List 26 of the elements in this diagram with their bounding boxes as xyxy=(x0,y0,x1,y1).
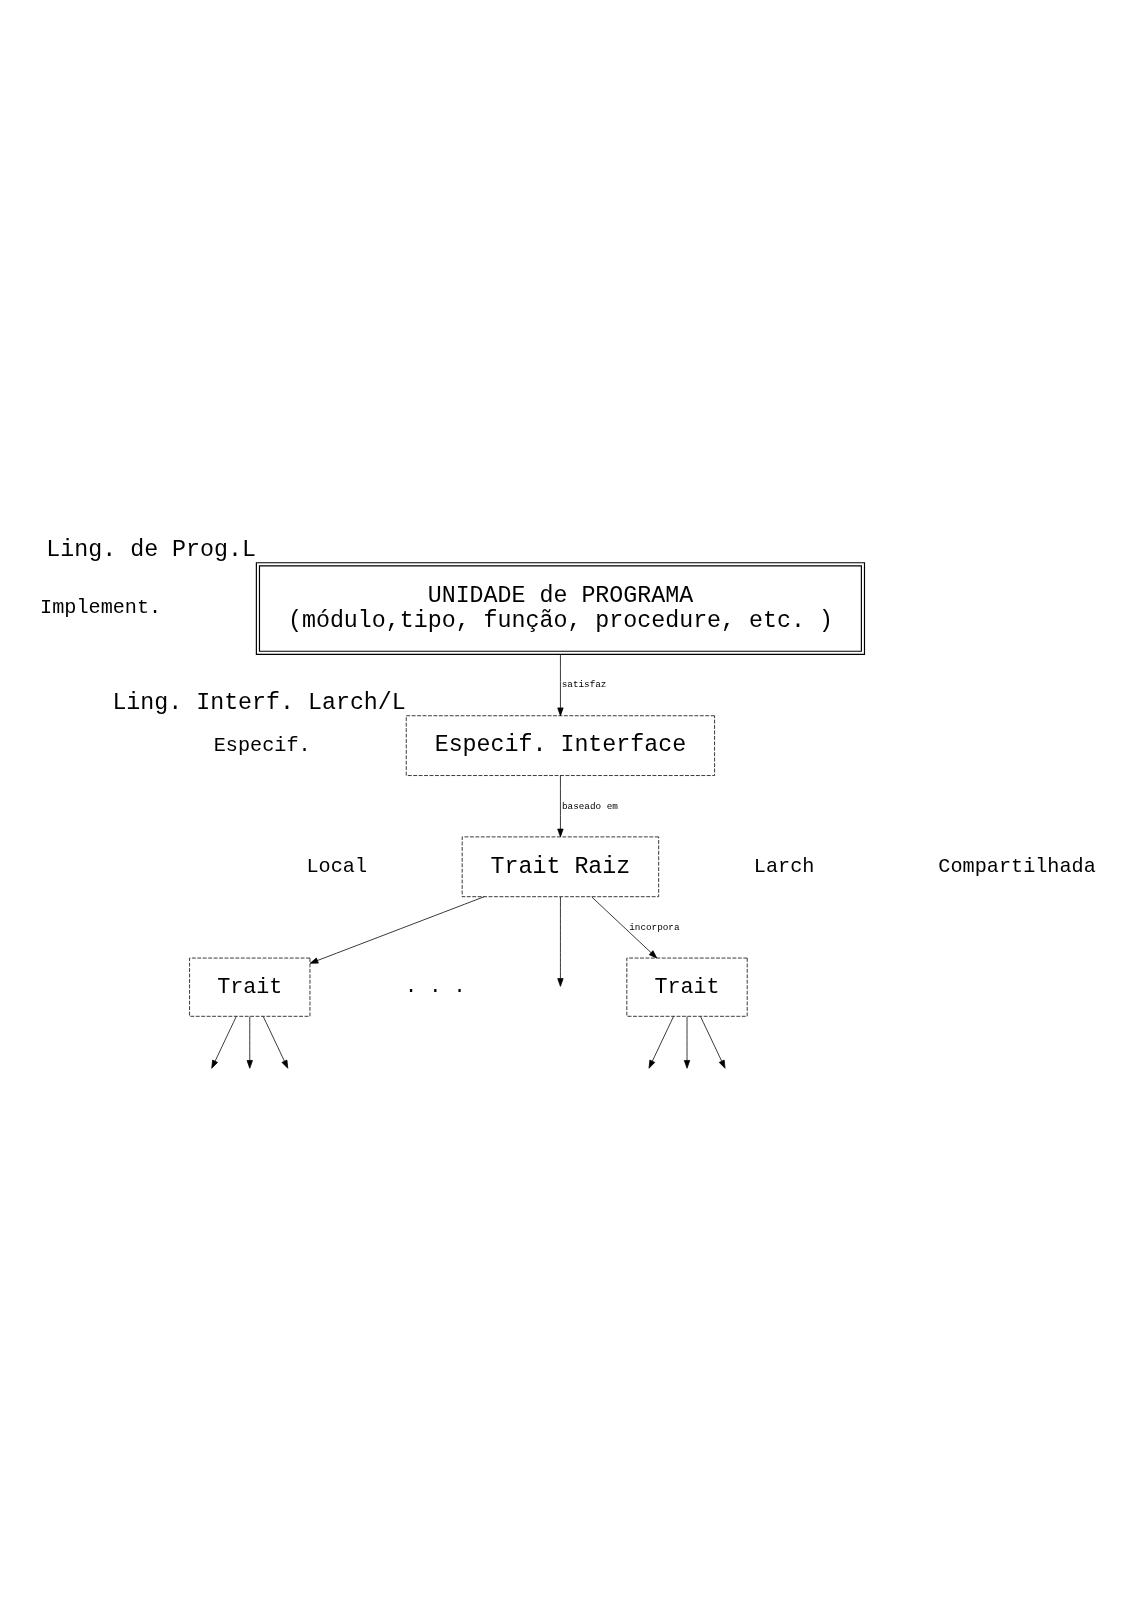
node-box: Trait xyxy=(626,957,748,1017)
arrow xyxy=(591,896,658,958)
label: . . . xyxy=(405,974,466,998)
arrow xyxy=(557,653,564,716)
label: Implement. xyxy=(40,595,162,619)
edge-label: baseado em xyxy=(562,800,618,812)
arrow xyxy=(648,1015,674,1069)
node-box: Trait Raiz xyxy=(461,836,660,897)
edge-label: satisfaz xyxy=(561,678,607,690)
arrow xyxy=(211,1015,237,1069)
label: Local xyxy=(306,854,368,878)
label: Compartilhada xyxy=(938,854,1096,878)
node-box: Especif. Interface xyxy=(405,714,715,776)
node-label: Ling. de Prog.L xyxy=(46,536,256,563)
arrow xyxy=(683,1015,691,1069)
node-label: Ling. Interf. Larch/L xyxy=(112,689,406,716)
arrow xyxy=(309,895,485,964)
label: Especif. xyxy=(213,733,311,757)
node-box: Trait xyxy=(189,957,311,1017)
arrow xyxy=(557,774,564,837)
edge-label: incorpora xyxy=(629,921,680,933)
arrow xyxy=(262,1015,289,1069)
arrow xyxy=(700,1015,726,1069)
arrow xyxy=(557,896,564,987)
arrow xyxy=(246,1015,253,1069)
label: Larch xyxy=(753,854,815,878)
